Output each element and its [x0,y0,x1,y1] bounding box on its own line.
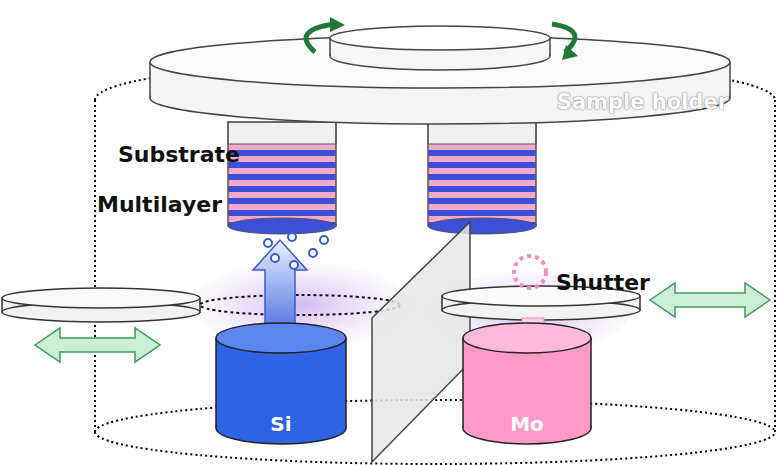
target-label: Mo [510,412,544,436]
sample-holder: Sample holder [140,20,740,128]
flux-arrow [253,240,307,335]
target-cylinder: Si [215,322,347,446]
move-arrow [650,283,770,317]
substrate-stack [428,122,536,234]
chamber-outline [95,60,775,464]
target-label: Si [270,412,291,436]
shutter-disk [2,288,400,322]
target-cylinder: Mo [462,322,592,446]
blocked-flux [514,256,546,288]
part-label: Multilayer [97,192,222,217]
substrate-stack [228,122,336,234]
move-arrow [35,328,160,362]
atom-dots [264,233,328,269]
part-label: Shutter [556,270,650,295]
holder-label: Sample holder [557,90,728,114]
part-label: Substrate [118,142,240,167]
partition-plate [372,222,470,462]
